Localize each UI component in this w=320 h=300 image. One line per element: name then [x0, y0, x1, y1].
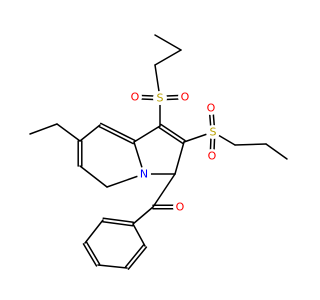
single-bond: [265, 143, 288, 160]
single-bond: [152, 173, 176, 208]
atom-label-background: [173, 200, 187, 214]
double-bond-line: [85, 241, 101, 265]
single-bond: [174, 141, 185, 175]
atom-label-s-mid: S: [210, 126, 217, 139]
single-bond: [29, 123, 58, 135]
single-bond: [133, 125, 161, 143]
double-bond-line: [98, 125, 134, 145]
atom-label-background: [205, 149, 219, 163]
bond-lines: [29, 34, 288, 270]
single-bond: [84, 219, 104, 244]
double-bond-line: [100, 122, 136, 142]
double-bond-line: [102, 221, 134, 227]
single-bond: [154, 49, 182, 66]
atom-label-o-top-right: O: [181, 91, 190, 104]
double-bond-line: [127, 246, 148, 270]
single-bond: [234, 143, 267, 146]
double-bond-line: [82, 243, 98, 267]
single-bond: [56, 123, 81, 142]
double-bond-line: [158, 126, 184, 145]
atom-label-o-mid-down: O: [208, 150, 217, 163]
atom-label-background: [128, 90, 142, 104]
single-bond: [97, 264, 128, 269]
single-bond: [79, 124, 101, 142]
atom-label-o-top-left: O: [131, 91, 140, 104]
atom-label-background: [206, 125, 220, 139]
atom-label-background: [137, 167, 151, 181]
atom-label-background: [204, 101, 218, 115]
single-bond: [132, 223, 146, 247]
double-bond-line: [160, 123, 186, 142]
double-bond-line: [124, 244, 145, 268]
atom-label-o-carbonyl: O: [176, 201, 185, 214]
atom-label-background: [178, 90, 192, 104]
single-bond: [79, 165, 108, 188]
atom-label-s-top: S: [157, 92, 164, 105]
atom-label-n-ring: N: [140, 168, 148, 181]
single-bond: [132, 206, 154, 225]
double-bond-line: [102, 217, 134, 223]
single-bond: [154, 34, 182, 51]
atom-label-background: [153, 91, 167, 105]
atom-label-o-mid-up: O: [207, 102, 216, 115]
